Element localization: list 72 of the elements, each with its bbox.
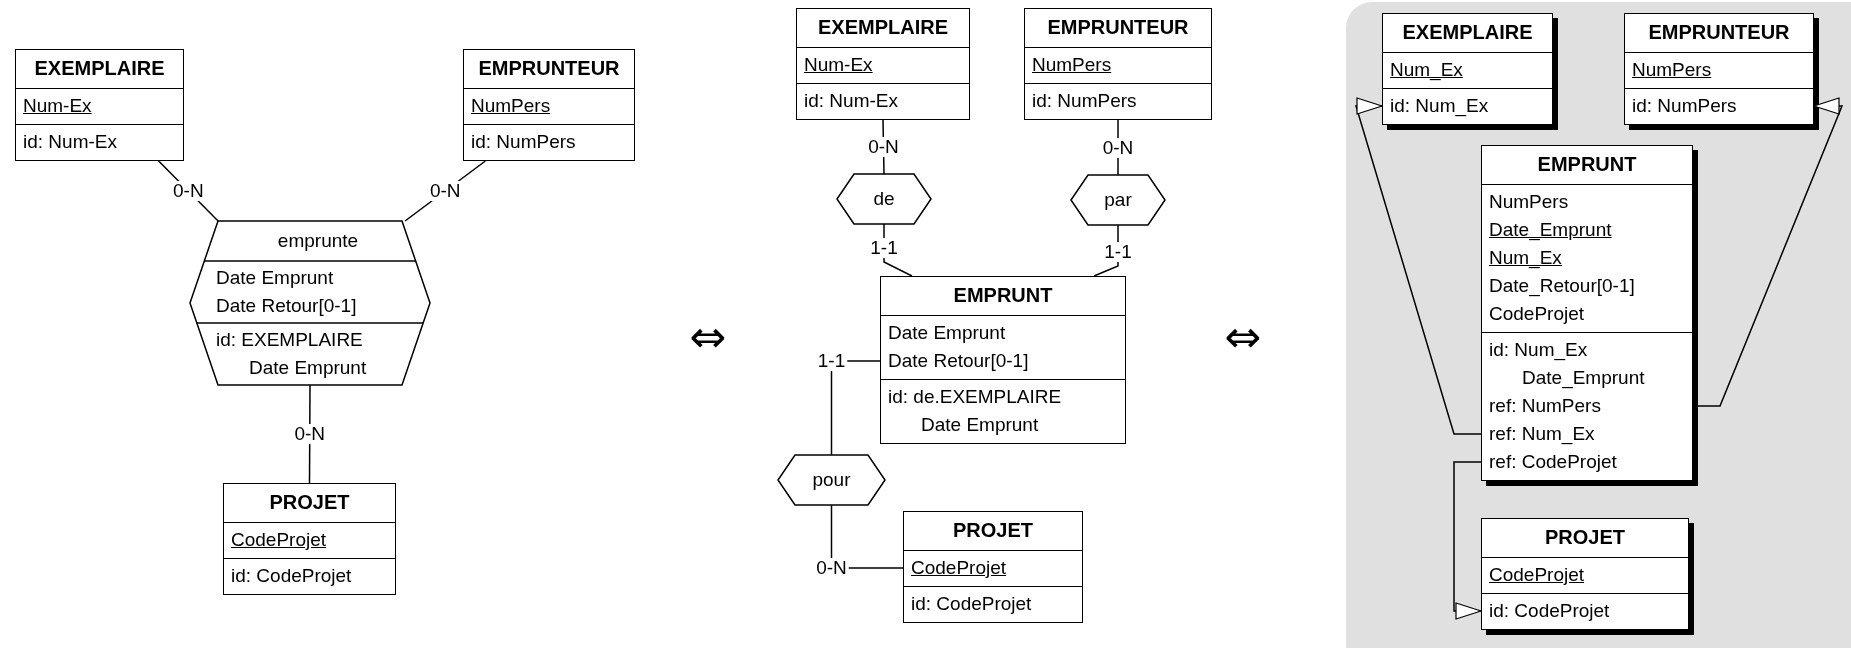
table-name: PROJET	[1545, 525, 1625, 550]
column-name: Num_Ex	[1390, 58, 1463, 83]
identifier-text: Date Emprunt	[249, 356, 367, 380]
relationship-hexagon	[837, 174, 931, 224]
key-constraint: id: Num_Ex	[1489, 338, 1588, 363]
entity-name: EXEMPLAIRE	[34, 56, 165, 81]
column-name: Date_Retour[0-1]	[1489, 274, 1635, 299]
entity-name: EMPRUNTEUR	[478, 56, 620, 81]
key-constraint: ref: NumPers	[1489, 394, 1601, 418]
column-name: CodeProjet	[1489, 563, 1585, 587]
relationship-name: par	[1104, 188, 1132, 212]
column-name: CodeProjet	[1489, 302, 1585, 326]
cardinality-label: 0-N	[866, 137, 901, 157]
identifier-text: id: NumPers	[471, 130, 576, 154]
identifier-text: Date Emprunt	[921, 413, 1039, 437]
identifier-text: id: EXEMPLAIRE	[216, 328, 363, 352]
identifier-text: id: Num-Ex	[23, 130, 117, 154]
entity-name: EMPRUNT	[953, 283, 1053, 308]
attribute-name: Date Emprunt	[216, 266, 334, 290]
attribute-name: Date Emprunt	[888, 321, 1006, 345]
relationship-name: emprunte	[277, 229, 359, 253]
entity-name: EXEMPLAIRE	[818, 15, 948, 40]
relationship-name: de	[873, 187, 895, 211]
attribute-name: NumPers	[1032, 53, 1112, 77]
entity-name: PROJET	[953, 518, 1033, 543]
equivalence-symbol: ⇔	[689, 315, 727, 359]
reference-arrow	[1453, 461, 1482, 620]
relationship-hexagon	[778, 455, 885, 505]
column-name: Num_Ex	[1489, 246, 1562, 271]
cardinality-label: 0-N	[171, 181, 206, 201]
attribute-name: Date Retour[0-1]	[888, 349, 1029, 373]
relationship-hexagon	[190, 221, 430, 385]
attribute-name: CodeProjet	[231, 528, 327, 552]
entity-box	[223, 483, 396, 595]
key-constraint: ref: CodeProjet	[1489, 450, 1617, 474]
reference-arrow	[1355, 97, 1482, 435]
identifier-text: id: Num-Ex	[804, 89, 898, 113]
equivalence-symbol: ⇔	[1224, 315, 1262, 359]
entity-name: EMPRUNTEUR	[1047, 15, 1189, 40]
key-constraint: id: CodeProjet	[1489, 599, 1610, 623]
cardinality-label: 1-1	[868, 238, 900, 258]
attribute-name: CodeProjet	[911, 556, 1007, 580]
attribute-name: NumPers	[471, 94, 551, 118]
entity-box	[903, 511, 1083, 623]
group-panel	[1346, 2, 1851, 648]
entity-box	[880, 276, 1126, 444]
key-constraint: Date_Emprunt	[1522, 366, 1645, 391]
key-constraint: id: NumPers	[1632, 94, 1737, 118]
attribute-name: Date Retour[0-1]	[216, 294, 357, 318]
key-constraint: ref: Num_Ex	[1489, 422, 1595, 447]
column-name: Date_Emprunt	[1489, 218, 1612, 243]
attribute-name: Num-Ex	[23, 94, 92, 118]
column-name: NumPers	[1632, 58, 1712, 82]
entity-name: PROJET	[269, 490, 350, 515]
table-name: EMPRUNTEUR	[1648, 20, 1790, 45]
cardinality-label: 0-N	[427, 181, 463, 201]
entity-box	[15, 49, 184, 161]
identifier-text: id: CodeProjet	[911, 592, 1032, 616]
identifier-text: id: CodeProjet	[231, 564, 352, 588]
relationship-name: pour	[812, 468, 851, 492]
cardinality-label: 1-1	[1102, 242, 1134, 262]
table-name: EXEMPLAIRE	[1402, 20, 1533, 45]
attribute-name: Num-Ex	[804, 53, 873, 77]
key-constraint: id: Num_Ex	[1390, 94, 1489, 119]
entity-box	[463, 49, 635, 161]
relationship-hexagon	[1071, 175, 1165, 225]
identifier-text: id: de.EXEMPLAIRE	[888, 385, 1062, 409]
column-name: NumPers	[1489, 190, 1569, 214]
entity-box	[796, 8, 970, 120]
entity-box	[1024, 8, 1212, 120]
identifier-text: id: NumPers	[1032, 89, 1137, 113]
table-name: EMPRUNT	[1537, 152, 1637, 177]
